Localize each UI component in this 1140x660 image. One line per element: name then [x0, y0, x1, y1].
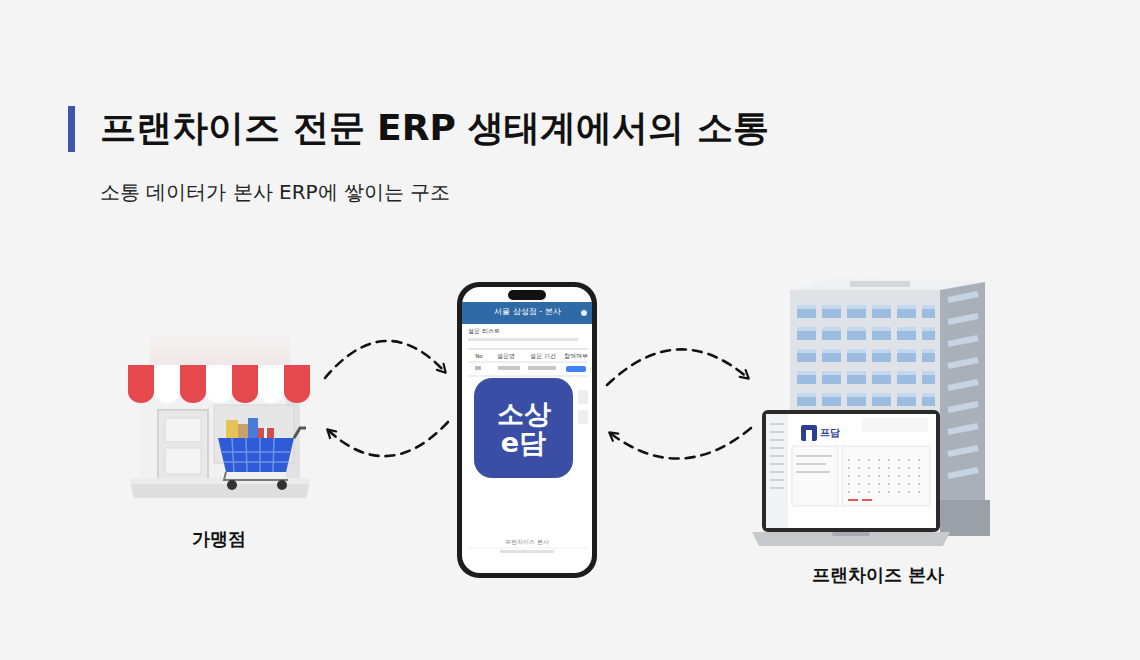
phone-illustration-part [581, 310, 587, 316]
table-head: 설문명 [492, 352, 520, 361]
store-illustration-part [238, 424, 248, 440]
table-head: 참여여부 [562, 352, 590, 361]
store-illustration-part [158, 410, 208, 480]
headquarters-illustration-part [792, 446, 838, 506]
store-illustration-part [294, 428, 306, 438]
dashed-arrow [610, 428, 751, 459]
node-label: 프랜차이즈 본사 [754, 564, 1002, 586]
headquarters-illustration-part [940, 500, 990, 536]
phone-node: 서울 삼성점 - 본사소상 e담 [451, 280, 604, 580]
phone-illustration-part [457, 282, 597, 578]
page-caption: 소통 데이터가 본사 ERP에 쌓이는 구조 [100, 178, 450, 206]
phone-illustration-part [475, 366, 481, 370]
store-illustration [128, 330, 310, 498]
phone-illustration-part [578, 390, 588, 404]
app-icon: 소상 e담 [474, 378, 573, 478]
store-illustration-part [232, 392, 258, 403]
store-illustration-part [206, 365, 232, 393]
headquarters-illustration-part [850, 281, 910, 287]
headquarters-illustration-part [801, 425, 817, 441]
app-name: 소상 e담 [487, 399, 561, 457]
page-title: 프랜차이즈 전문 ERP 생태계에서의 소통 [100, 102, 769, 154]
store-illustration-part [232, 365, 258, 393]
phone-illustration-part [500, 550, 554, 553]
headquarters-node: 프랜차이즈 본사 [754, 272, 1002, 592]
phone-illustration-part [508, 290, 546, 300]
phone-illustration-part [498, 366, 520, 370]
headquarters-illustration-part [790, 290, 940, 518]
phone-illustration-part [462, 287, 592, 573]
headquarters-illustration-part [848, 499, 872, 501]
store-illustration-part [226, 420, 238, 440]
headquarters-illustration-part [796, 456, 832, 472]
store-illustration-part [222, 438, 290, 472]
headquarters-illustration-part [948, 294, 978, 476]
headquarters-illustration-part [940, 282, 985, 528]
store-illustration-part [150, 330, 290, 370]
store-illustration-part [277, 480, 287, 490]
headquarters-illustration-part [766, 414, 936, 528]
node-label: 가맹점 [116, 528, 322, 550]
headquarters-illustration-part [752, 532, 950, 546]
store-illustration-part [128, 365, 154, 393]
store-illustration-part [154, 365, 180, 393]
dashed-arrow [328, 422, 448, 456]
phone-illustration-part [468, 548, 588, 549]
headquarters-illustration-part [806, 430, 812, 441]
headquarters-illustration-part [842, 446, 930, 506]
store-illustration-part [165, 448, 201, 474]
phone-illustration-part [468, 338, 578, 341]
store-illustration-part [154, 392, 180, 403]
store-illustration-part [284, 392, 310, 403]
table-head: No [472, 352, 486, 361]
headquarters-illustration-part [862, 418, 928, 432]
headquarters-illustration-part [762, 410, 940, 532]
screen-logo: 프담 [820, 426, 856, 439]
store-illustration-part [258, 392, 284, 403]
phone-illustration-part [468, 349, 588, 350]
headquarters-illustration-part [832, 532, 870, 536]
store-illustration-part [227, 480, 237, 490]
store-illustration-part [224, 472, 288, 480]
store-illustration-part [180, 392, 206, 403]
phone-illustration-part [468, 376, 588, 377]
phone-illustration-part [578, 410, 588, 424]
store-illustration-part [180, 365, 206, 393]
store-illustration-part [284, 365, 310, 393]
store-illustration-part [218, 438, 294, 472]
store-node: 가맹점 [116, 325, 322, 560]
headquarters-illustration-part [770, 424, 784, 488]
headquarters-illustration-part [848, 460, 924, 492]
store-illustration-part [248, 418, 258, 440]
store-illustration-part [258, 365, 284, 393]
store-illustration-part [128, 392, 154, 403]
headquarters-illustration-part [766, 414, 788, 528]
store-illustration-part [165, 418, 201, 442]
screen-text: 설문 리스트 [468, 326, 528, 335]
phone-illustration-part [468, 362, 588, 363]
table-head: 설문 기간 [524, 352, 562, 361]
headquarters-illustration [752, 278, 990, 546]
phone-illustration-part [528, 366, 556, 370]
screen-footer: 프랜차이즈 본사 [487, 538, 567, 547]
phone-illustration-part [566, 366, 586, 372]
phone-illustration [457, 282, 597, 578]
dashed-arrow [607, 349, 748, 385]
screen-header: 서울 삼성점 - 본사 [451, 306, 604, 318]
store-illustration-part [206, 392, 232, 403]
title-bar [68, 106, 75, 152]
dashed-arrow [325, 341, 445, 378]
store-illustration-part [140, 385, 300, 483]
